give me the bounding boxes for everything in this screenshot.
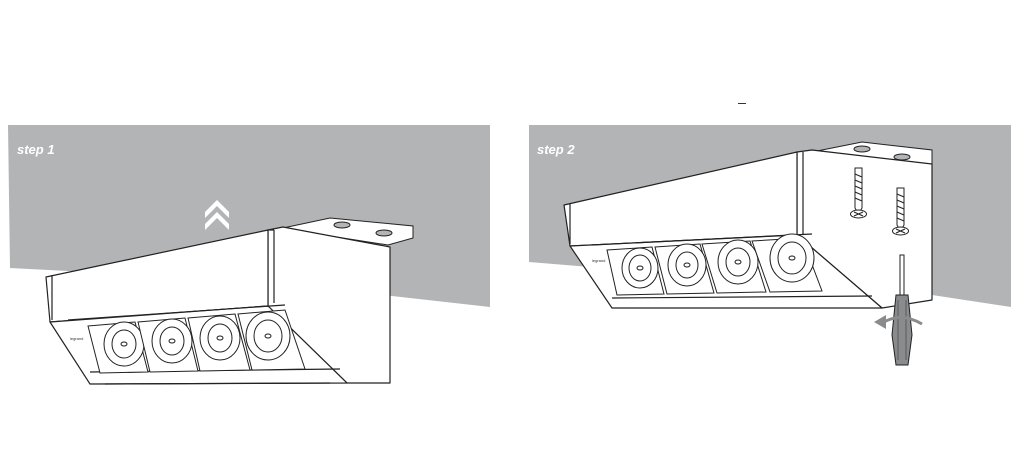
step-2-panel: legrand bbox=[512, 0, 1024, 473]
mounting-bracket bbox=[282, 217, 414, 246]
step-label: step 1 bbox=[17, 142, 55, 157]
step-1-panel: legrand step 1 bbox=[8, 125, 490, 385]
screwdriver-icon bbox=[891, 254, 913, 366]
screw-icon bbox=[850, 167, 867, 219]
brand-label: legrand bbox=[70, 336, 83, 341]
socket-row bbox=[606, 233, 823, 296]
rotate-arrow-icon bbox=[874, 315, 923, 329]
double-chevron-up-icon bbox=[205, 200, 229, 230]
step-2-illustration: legrand bbox=[529, 125, 1011, 366]
step-1-illustration: legrand bbox=[8, 125, 490, 385]
brand-label: legrand bbox=[592, 258, 605, 263]
step-label: step 2 bbox=[537, 142, 575, 157]
divider-mark bbox=[738, 103, 746, 104]
screw-icon bbox=[892, 187, 909, 236]
socket-row bbox=[87, 309, 306, 374]
